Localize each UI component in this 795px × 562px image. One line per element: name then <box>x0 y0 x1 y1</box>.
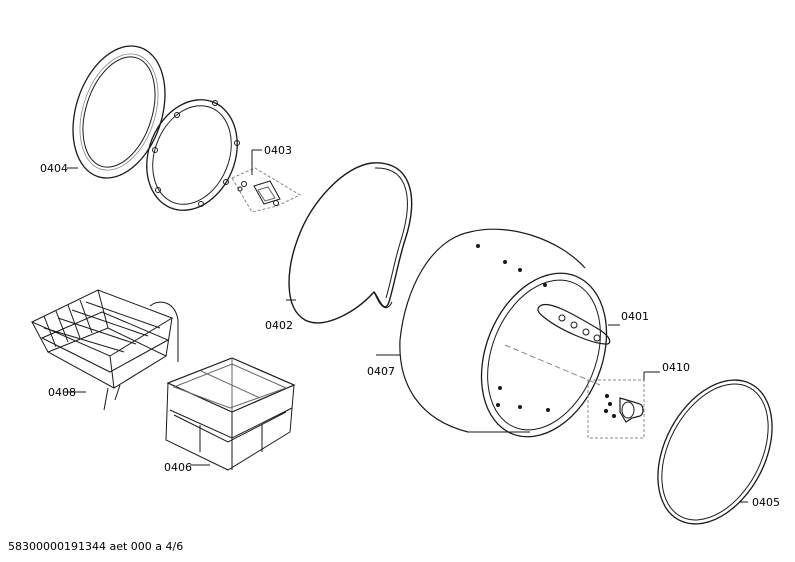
drawing-id-footer: 58300000191344 aet 000 a 4/6 <box>8 540 184 553</box>
part-0406-rack <box>165 357 296 471</box>
label-0403[interactable]: 0403 <box>264 144 292 157</box>
label-0404[interactable]: 0404 <box>40 162 68 175</box>
label-0406[interactable]: 0406 <box>164 461 192 474</box>
label-0410[interactable]: 0410 <box>662 361 690 374</box>
label-0407[interactable]: 0407 <box>367 365 395 378</box>
part-0410-fitting <box>587 371 660 439</box>
part-0405-ring <box>657 379 773 525</box>
label-0401[interactable]: 0401 <box>621 310 649 323</box>
label-0408[interactable]: 0408 <box>48 386 76 399</box>
part-0402-belt <box>286 162 413 324</box>
part-0403-bracket <box>231 149 302 213</box>
part-0404-inner-ring <box>146 99 240 211</box>
label-0405[interactable]: 0405 <box>752 496 780 509</box>
part-0404-ring <box>72 45 166 179</box>
part-0407-drum <box>376 228 608 438</box>
part-0401-baffle <box>537 303 620 345</box>
label-0402[interactable]: 0402 <box>265 319 293 332</box>
part-0408-basket <box>30 289 179 411</box>
